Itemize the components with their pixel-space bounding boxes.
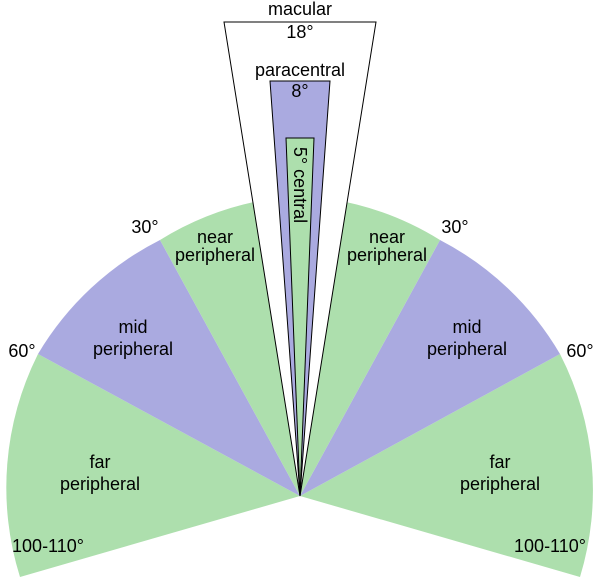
angle-100-110-left-label: 100-110° <box>12 536 84 556</box>
angle-30-right-label: 30° <box>441 217 468 237</box>
macular-label: macular <box>268 0 332 19</box>
mid-left-label-line1: mid <box>118 317 147 337</box>
far-left-label-line1: far <box>89 452 110 472</box>
central-wedge <box>285 137 315 497</box>
near-right-label-line1: near <box>369 227 405 247</box>
angle-100-110-right-label: 100-110° <box>514 536 586 556</box>
mid-peripheral-left-sector <box>38 240 300 496</box>
central-label: 5° central <box>290 147 310 223</box>
far-left-label-line2: peripheral <box>60 474 140 494</box>
far-right-label-line1: far <box>489 452 510 472</box>
mid-right-label-line2: peripheral <box>427 339 507 359</box>
paracentral-label: paracentral <box>255 60 345 80</box>
macular-degree-label: 18° <box>286 22 313 42</box>
near-left-label-line2: peripheral <box>175 245 255 265</box>
far-peripheral-right-sector <box>300 354 593 577</box>
far-right-label-line2: peripheral <box>460 474 540 494</box>
far-peripheral-left-sector <box>6 354 300 577</box>
mid-peripheral-right-sector <box>300 240 560 496</box>
angle-60-left-label: 60° <box>8 341 35 361</box>
near-right-label-line2: peripheral <box>347 245 427 265</box>
mid-left-label-line2: peripheral <box>93 339 173 359</box>
paracentral-degree-label: 8° <box>291 81 308 101</box>
near-left-label-line1: near <box>197 227 233 247</box>
mid-right-label-line1: mid <box>452 317 481 337</box>
angle-30-left-label: 30° <box>131 217 158 237</box>
angle-60-right-label: 60° <box>566 341 593 361</box>
